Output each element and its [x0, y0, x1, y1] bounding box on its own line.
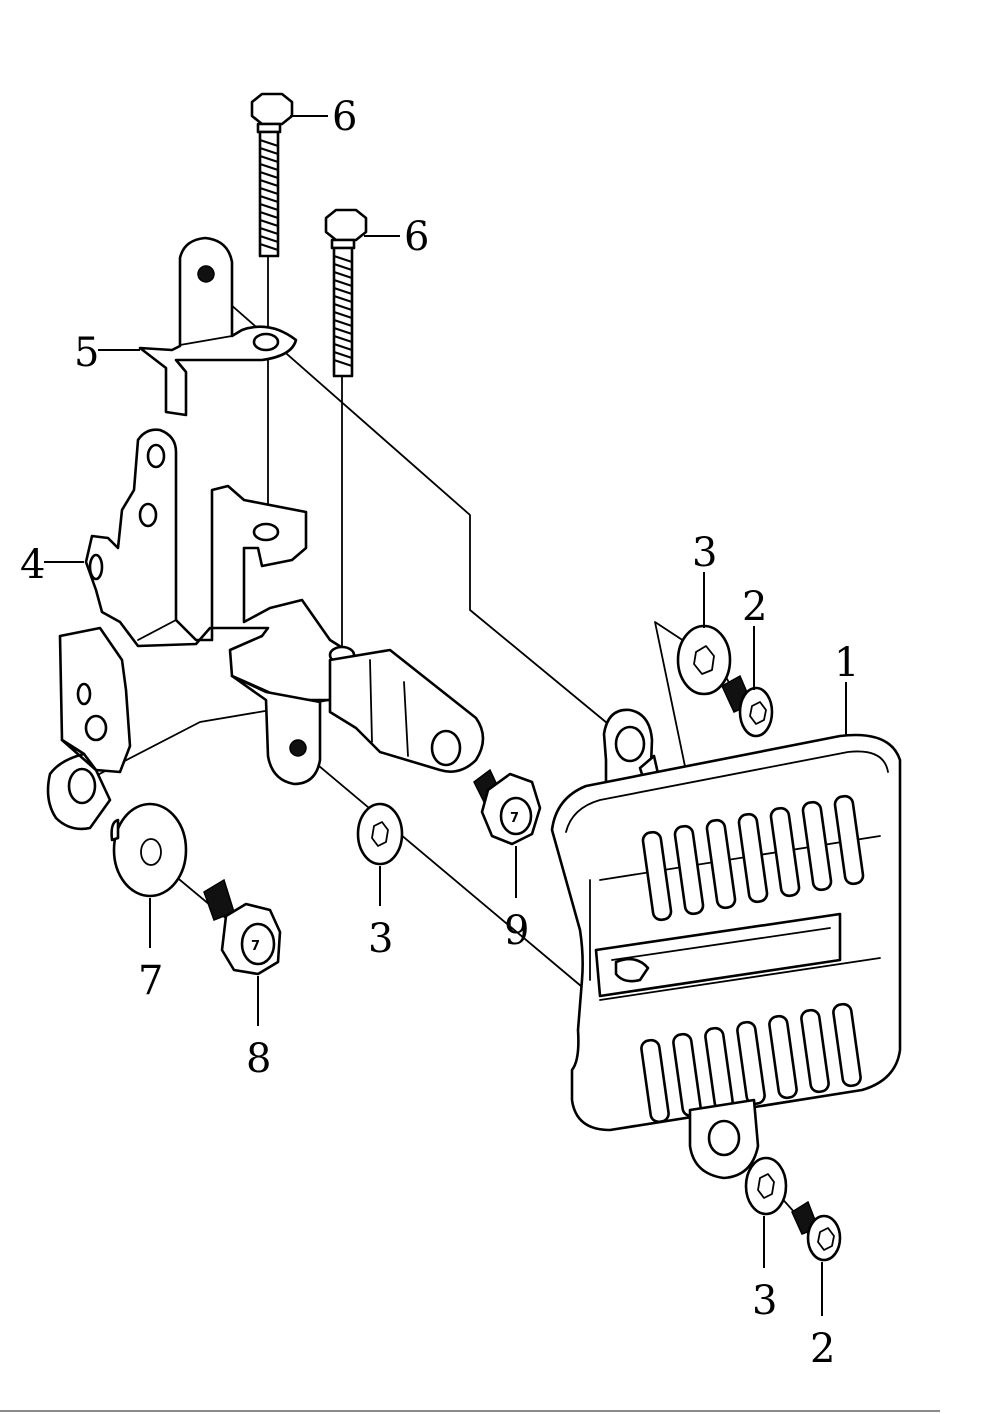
regulator-part-1 [550, 708, 902, 1180]
callout-part-1: 1 [834, 640, 859, 686]
screw-part-2-upper [721, 674, 774, 738]
bolt-9-head-mark: 7 [510, 811, 519, 826]
callout-part-3-lower: 3 [752, 1278, 777, 1324]
washer-part-3-upper [676, 624, 732, 696]
callout-part-9: 9 [504, 908, 529, 954]
callout-part-5: 5 [74, 330, 99, 376]
washer-part-7 [110, 802, 188, 898]
long-bolt-part-6-left [250, 92, 294, 258]
washer-part-3-lower [744, 1156, 788, 1216]
screw-part-2-lower [791, 1200, 842, 1262]
flange-bolt-part-9: 7 [473, 768, 542, 846]
washer-part-3-middle [356, 802, 404, 866]
flange-bolt-part-8: 7 [203, 878, 282, 976]
callout-part-6-left: 6 [332, 94, 357, 140]
callout-labels: 6 6 5 4 3 2 1 7 8 3 9 3 2 [20, 94, 859, 1372]
callout-part-4: 4 [20, 542, 45, 588]
callout-leaders [44, 115, 847, 1316]
callout-part-3-middle: 3 [368, 916, 393, 962]
callout-part-2-upper: 2 [742, 584, 767, 630]
upper-bracket-part-5 [138, 236, 298, 417]
callout-part-6-right: 6 [404, 214, 429, 260]
callout-part-3-upper: 3 [692, 530, 717, 576]
long-bolt-part-6-right [324, 208, 368, 378]
callout-part-8: 8 [246, 1036, 271, 1082]
cooling-fins-upper [641, 794, 865, 922]
main-bracket-part-4 [46, 428, 485, 831]
cooling-fins-lower [640, 1002, 862, 1124]
callout-part-7: 7 [138, 958, 163, 1004]
callout-part-2-lower: 2 [810, 1326, 835, 1372]
bolt-8-head-mark: 7 [251, 939, 260, 954]
